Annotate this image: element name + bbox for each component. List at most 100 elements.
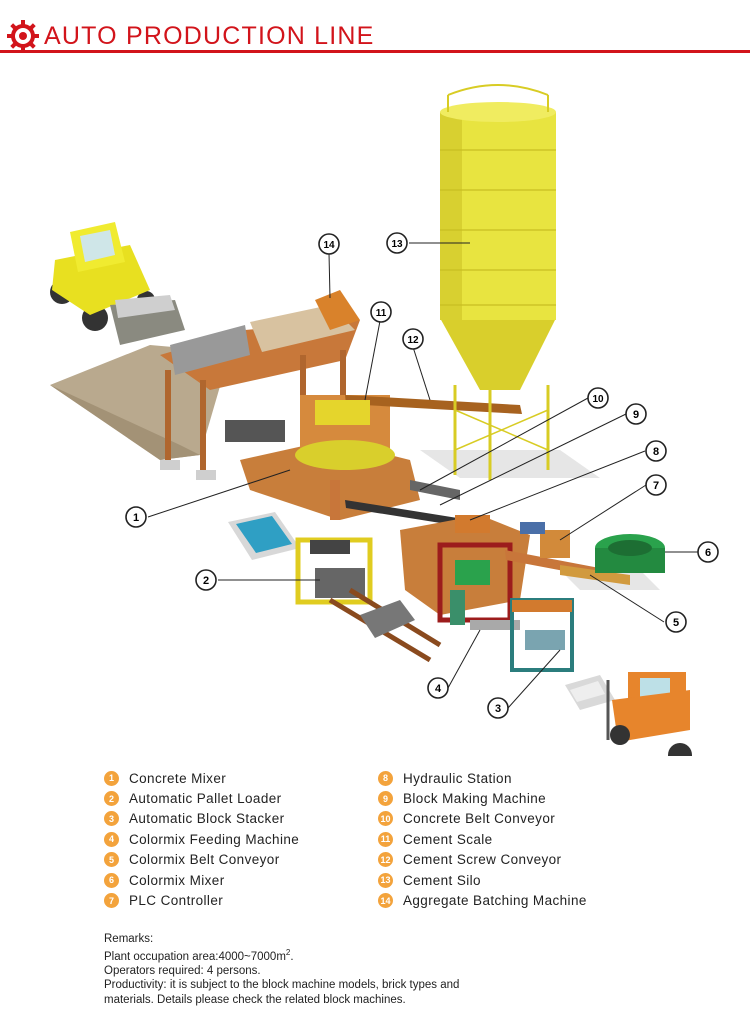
legend-item: 10 Concrete Belt Conveyor — [378, 809, 648, 829]
remarks-heading: Remarks: — [104, 933, 154, 945]
automatic-pallet-loader — [295, 537, 442, 663]
legend-label: Block Making Machine — [403, 791, 547, 807]
callout-6: 6 — [697, 541, 719, 563]
legend-item: 7 PLC Controller — [104, 890, 374, 910]
svg-text:4: 4 — [435, 683, 442, 695]
callout-3: 3 — [487, 697, 509, 719]
svg-text:6: 6 — [705, 547, 711, 559]
legend-label: Aggregate Batching Machine — [403, 893, 587, 909]
legend-badge: 7 — [104, 893, 119, 909]
legend-label: Hydraulic Station — [403, 770, 512, 786]
legend-label: Cement Scale — [403, 831, 493, 847]
legend-column-left: 1 Concrete Mixer 2 Automatic Pallet Loader… — [104, 768, 374, 911]
legend-badge: 3 — [104, 811, 119, 827]
header: AUTO PRODUCTION LINE — [0, 0, 750, 56]
legend-badge: 8 — [378, 770, 393, 786]
callout-14: 14 — [318, 233, 340, 255]
legend-badge: 9 — [378, 791, 393, 807]
legend-column-right: 8 Hydraulic Station 9 Block Making Machine… — [378, 768, 648, 911]
legend-badge: 1 — [104, 770, 119, 786]
legend-item: 14 Aggregate Batching Machine — [378, 890, 648, 910]
callout-12: 12 — [402, 328, 424, 350]
callout-4: 4 — [427, 677, 449, 699]
page-title: AUTO PRODUCTION LINE — [44, 22, 375, 50]
remarks: Remarks: Plant occupation area:4000~7000… — [104, 932, 704, 1007]
remarks-area-text: Plant occupation area:4000~7000m — [104, 951, 286, 964]
svg-text:3: 3 — [495, 703, 501, 715]
svg-text:14: 14 — [323, 240, 335, 251]
legend-badge: 10 — [378, 811, 393, 827]
legend-item: 1 Concrete Mixer — [104, 768, 374, 788]
remarks-productivity-1: Productivity: it is subject to the block… — [104, 979, 460, 992]
svg-text:2: 2 — [203, 575, 209, 587]
legend-label: Automatic Pallet Loader — [129, 791, 282, 807]
production-line-diagram: 1 2 3 4 5 6 7 8 9 10 11 12 13 14 — [50, 84, 719, 756]
legend-item: 11 Cement Scale — [378, 829, 648, 849]
callout-8: 8 — [645, 440, 667, 462]
legend-label: Colormix Belt Conveyor — [129, 852, 280, 868]
colormix-belt-conveyor — [505, 550, 630, 585]
remarks-area-sup: 2 — [285, 948, 291, 958]
svg-text:5: 5 — [673, 617, 679, 629]
svg-text:11: 11 — [376, 308, 387, 319]
callout-markers: 1 2 3 4 5 6 7 8 9 10 11 12 13 14 — [125, 232, 719, 719]
svg-text:7: 7 — [653, 480, 659, 492]
callout-2: 2 — [195, 569, 217, 591]
cement-silo — [440, 84, 556, 480]
forklift — [606, 672, 692, 756]
legend-badge: 6 — [104, 872, 119, 888]
block-making-machine — [400, 515, 530, 630]
legend-label: Cement Screw Conveyor — [403, 852, 562, 868]
svg-text:13: 13 — [391, 239, 403, 250]
legend-label: Automatic Block Stacker — [129, 811, 285, 827]
wheel-loader — [50, 222, 185, 345]
legend-item: 6 Colormix Mixer — [104, 870, 374, 890]
legend-item: 12 Cement Screw Conveyor — [378, 850, 648, 870]
legend-label: Concrete Belt Conveyor — [403, 811, 556, 827]
remarks-operators: Operators required: 4 persons. — [104, 965, 261, 978]
colormix-mixer — [595, 534, 665, 573]
legend-item: 8 Hydraulic Station — [378, 768, 648, 788]
svg-text:12: 12 — [407, 335, 419, 346]
legend-badge: 4 — [104, 831, 119, 847]
plc-controller — [520, 522, 570, 558]
cement-screw-conveyor — [345, 395, 522, 414]
legend-badge: 2 — [104, 791, 119, 807]
legend-badge: 12 — [378, 852, 393, 868]
callout-1: 1 — [125, 506, 147, 528]
remarks-productivity-2: materials. Details please check the rela… — [104, 993, 406, 1006]
legend-badge: 14 — [378, 893, 393, 909]
callout-13: 13 — [386, 232, 408, 254]
legend-label: Colormix Feeding Machine — [129, 831, 300, 847]
callout-10: 10 — [587, 387, 609, 409]
legend-label: Concrete Mixer — [129, 770, 227, 786]
svg-text:1: 1 — [133, 512, 139, 524]
legend-label: PLC Controller — [129, 893, 224, 909]
legend-item: 2 Automatic Pallet Loader — [104, 788, 374, 808]
aggregate-batching-machine — [160, 290, 360, 480]
legend-item: 3 Automatic Block Stacker — [104, 809, 374, 829]
svg-text:8: 8 — [653, 446, 659, 458]
callout-7: 7 — [645, 474, 667, 496]
remarks-area-suffix: . — [290, 951, 294, 964]
aggregate-pile — [50, 345, 230, 460]
legend-label: Colormix Mixer — [129, 872, 225, 888]
legend-badge: 13 — [378, 872, 393, 888]
automatic-block-stacker — [510, 598, 574, 672]
legend-item: 9 Block Making Machine — [378, 788, 648, 808]
remarks-area: Plant occupation area:4000~7000m2. — [104, 946, 704, 964]
block-pallets — [565, 675, 615, 710]
gear-logo-icon — [7, 20, 39, 52]
svg-text:10: 10 — [592, 394, 604, 405]
svg-text:9: 9 — [633, 409, 639, 421]
cement-scale — [330, 400, 370, 422]
concrete-belt-conveyor — [345, 480, 472, 528]
callout-11: 11 — [370, 301, 392, 323]
hydraulic-station — [455, 515, 490, 533]
callout-leaders — [147, 242, 698, 709]
header-divider — [0, 50, 750, 53]
legend-badge: 11 — [378, 831, 393, 847]
legend-item: 4 Colormix Feeding Machine — [104, 829, 374, 849]
